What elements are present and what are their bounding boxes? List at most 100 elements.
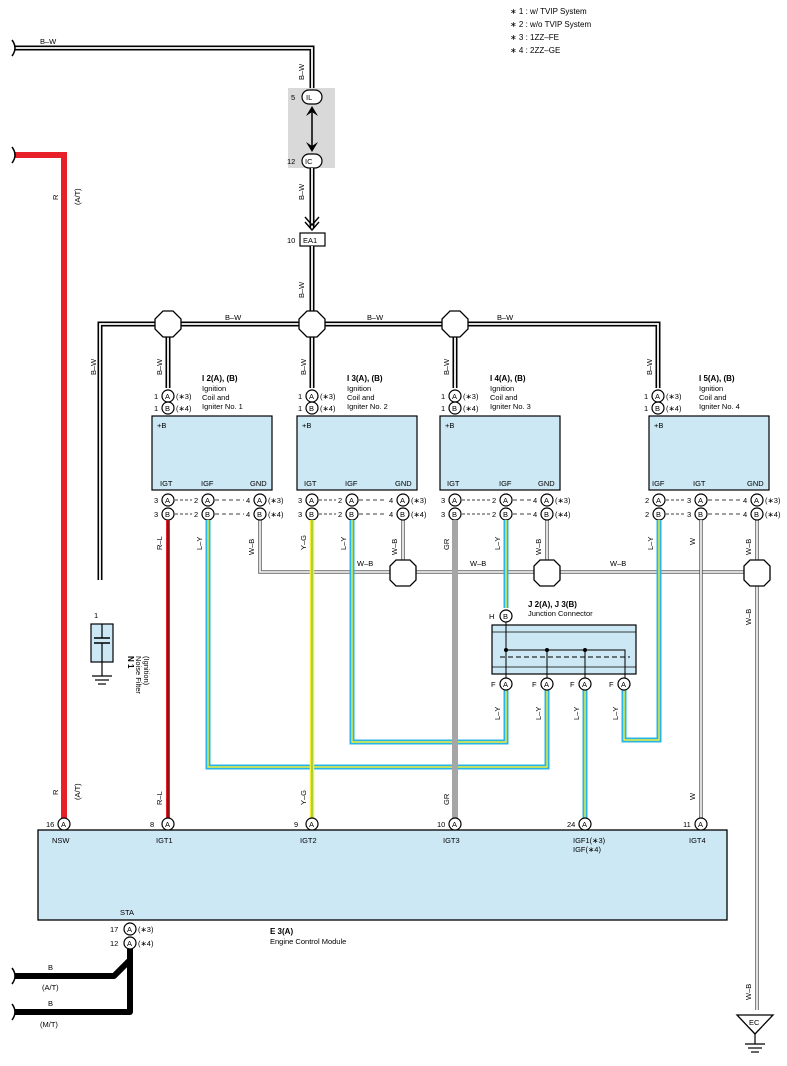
coil-name: Coil and <box>347 393 375 402</box>
svg-text:A: A <box>205 496 210 505</box>
ecm-pin-number: 11 <box>683 820 691 829</box>
label-wb-coil3: W–B <box>534 539 543 555</box>
coil-terminal-pb: +B <box>654 421 663 430</box>
coil-terminal-igf: IGF <box>201 479 214 488</box>
noise-filter-name2: (Ignition) <box>142 656 151 686</box>
label-bw-vertical-1: B–W <box>297 63 306 80</box>
svg-text:IL: IL <box>306 93 312 102</box>
coil-name: Igniter No. 4 <box>699 402 740 411</box>
coil-terminal-pb: +B <box>445 421 454 430</box>
svg-text:1: 1 <box>441 392 445 401</box>
svg-text:(∗4): (∗4) <box>411 510 427 519</box>
coil-pin-igt-b: B <box>694 507 708 521</box>
svg-text:(∗4): (∗4) <box>320 404 336 413</box>
label-ly-igf: L–Y <box>572 707 581 720</box>
label-wb-coil1: W–B <box>247 539 256 555</box>
label-bw-coil4: B–W <box>645 358 654 375</box>
svg-text:(∗3): (∗3) <box>320 392 336 401</box>
coil-pin-pb-a: A <box>651 389 665 403</box>
svg-text:A: A <box>349 496 354 505</box>
svg-text:H: H <box>489 612 494 621</box>
coil-pin-igf-b: B <box>201 507 215 521</box>
coil-box <box>151 415 273 491</box>
svg-text:B: B <box>165 404 170 413</box>
svg-text:2: 2 <box>645 496 649 505</box>
label-wb-coil4: W–B <box>744 539 753 555</box>
noise-filter-name: Noise Filter <box>134 656 143 694</box>
svg-text:2: 2 <box>338 496 342 505</box>
wire-ly-coil2 <box>349 520 509 745</box>
svg-text:F: F <box>532 680 537 689</box>
label-ly-coil1: L–Y <box>195 537 204 550</box>
coil-box <box>296 415 418 491</box>
label-w-1: W <box>688 537 697 545</box>
label-mt-sta: (M/T) <box>40 1020 58 1029</box>
coil-name: Igniter No. 1 <box>202 402 243 411</box>
svg-text:A: A <box>165 496 170 505</box>
ecm-pin-label: IGF(∗4) <box>573 845 601 854</box>
noise-filter-ref: N 1 <box>126 656 135 669</box>
svg-text:3: 3 <box>298 510 302 519</box>
coil-pin-igt-a: A <box>448 493 462 507</box>
label-r-bottom: R <box>51 789 60 795</box>
coil-pin-gnd-a: A <box>540 493 554 507</box>
svg-text:17: 17 <box>110 925 118 934</box>
svg-text:A: A <box>309 820 314 829</box>
ecm-pin-label: IGT2 <box>300 836 317 845</box>
ecm-sta-pins: A 17 (∗3) A 12 (∗4) <box>110 922 154 950</box>
label-bw-noise-filter: B–W <box>89 358 98 375</box>
svg-text:B: B <box>503 612 508 621</box>
svg-text:A: A <box>400 496 405 505</box>
note-4: ∗ 4 : 2ZZ–GE <box>510 46 560 55</box>
jc-pin-h: B H <box>489 609 513 623</box>
svg-text:A: A <box>309 392 314 401</box>
jc-pin-f-1: AF <box>491 677 513 691</box>
coil-terminal-gnd: GND <box>538 479 555 488</box>
svg-text:(∗4): (∗4) <box>268 510 284 519</box>
coil-terminal-igt: IGT <box>160 479 173 488</box>
note-2: ∗ 2 : w/o TVIP System <box>510 20 591 29</box>
svg-text:B: B <box>452 510 457 519</box>
svg-text:A: A <box>503 680 508 689</box>
label-wb-bus-2: W–B <box>470 559 486 568</box>
svg-text:2: 2 <box>338 510 342 519</box>
note-3: ∗ 3 : 1ZZ–FE <box>510 33 559 42</box>
svg-text:A: A <box>61 820 66 829</box>
coil-terminal-gnd: GND <box>250 479 267 488</box>
coil-terminal-igt: IGT <box>447 479 460 488</box>
jc-pin-f-4: AF <box>609 677 631 691</box>
wire-bw-ic-ea1 <box>304 168 320 232</box>
ecm-pin-label: NSW <box>52 836 70 845</box>
svg-text:A: A <box>655 392 660 401</box>
coil-pin-igf-b: B <box>345 507 359 521</box>
svg-text:A: A <box>698 820 703 829</box>
coil-terminal-igt: IGT <box>304 479 317 488</box>
svg-text:(∗3): (∗3) <box>765 496 781 505</box>
svg-text:3: 3 <box>154 510 158 519</box>
svg-text:4: 4 <box>389 510 393 519</box>
jc-pin-f-2: AF <box>532 677 554 691</box>
label-ly-coil4-1: L–Y <box>646 537 655 550</box>
label-yg-2: Y–G <box>299 790 308 805</box>
svg-text:(∗4): (∗4) <box>765 510 781 519</box>
svg-text:A: A <box>698 496 703 505</box>
svg-text:A: A <box>257 496 262 505</box>
coil-pin-igt-a: A <box>305 493 319 507</box>
coil-name: Ignition <box>202 384 226 393</box>
svg-text:1: 1 <box>644 392 648 401</box>
svg-text:3: 3 <box>298 496 302 505</box>
label-bw-vertical-3: B–W <box>297 281 306 298</box>
label-at-sta: (A/T) <box>42 983 59 992</box>
coil-name: Coil and <box>699 393 727 402</box>
label-bw-bus-3: B–W <box>497 313 514 322</box>
coil-pin-pb-b: B <box>161 401 175 415</box>
ecm-box <box>37 829 728 921</box>
label-wb-coil2: W–B <box>390 539 399 555</box>
svg-text:(∗3): (∗3) <box>666 392 682 401</box>
coil-pin-pb-b: B <box>448 401 462 415</box>
svg-text:B: B <box>165 510 170 519</box>
splice-wb-2 <box>533 559 561 587</box>
splice-wb-3 <box>743 559 771 587</box>
ground-ec-icon: EC <box>735 1014 775 1053</box>
